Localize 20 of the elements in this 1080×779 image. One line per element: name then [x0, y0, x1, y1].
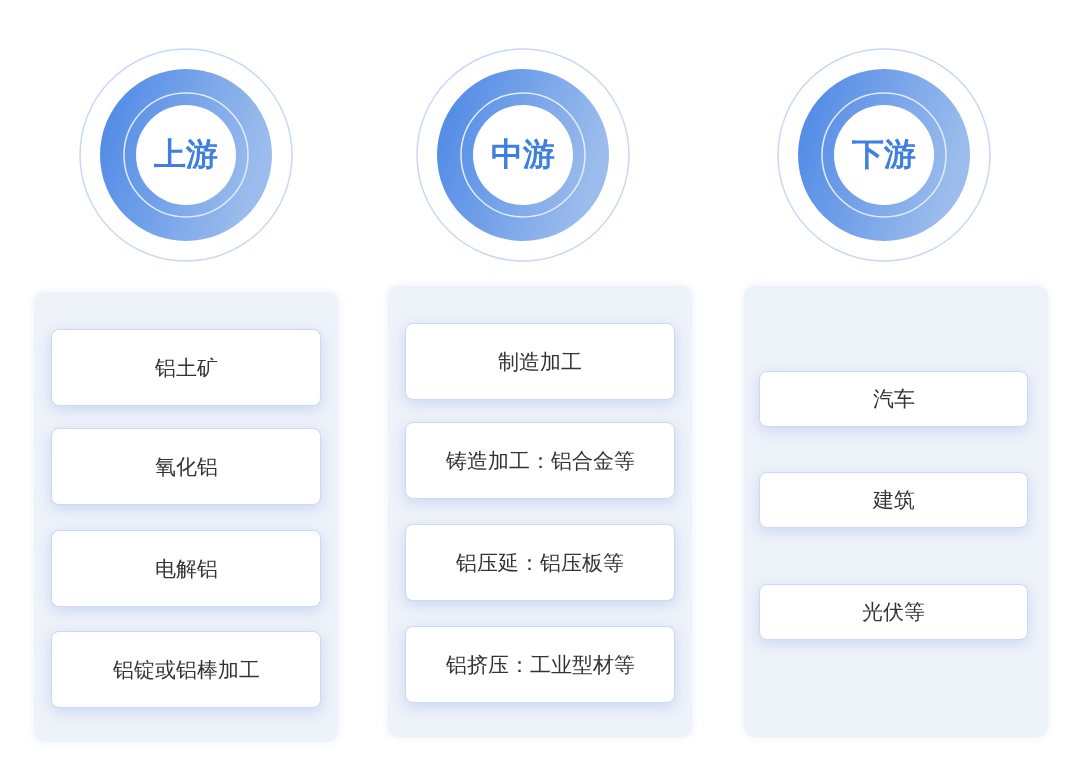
stage-title: 中游 [491, 134, 555, 175]
panel-background [744, 286, 1048, 737]
stage-circle [79, 48, 293, 262]
item-card: 汽车 [759, 371, 1028, 427]
stage-circle [777, 48, 991, 262]
item-card: 电解铝 [51, 530, 321, 607]
panel-background [34, 292, 338, 742]
item-card: 铝土矿 [51, 329, 321, 406]
item-card: 氧化铝 [51, 428, 321, 505]
item-card: 铝挤压：工业型材等 [405, 626, 675, 703]
item-card: 铸造加工：铝合金等 [405, 422, 675, 499]
item-card: 铝压延：铝压板等 [405, 524, 675, 601]
item-card: 铝锭或铝棒加工 [51, 631, 321, 708]
stage-circle [416, 48, 630, 262]
item-card: 光伏等 [759, 584, 1028, 640]
stage-title: 上游 [154, 134, 218, 175]
stage-title: 下游 [852, 134, 916, 175]
item-card: 建筑 [759, 472, 1028, 528]
item-card: 制造加工 [405, 323, 675, 400]
panel-background [388, 286, 692, 737]
